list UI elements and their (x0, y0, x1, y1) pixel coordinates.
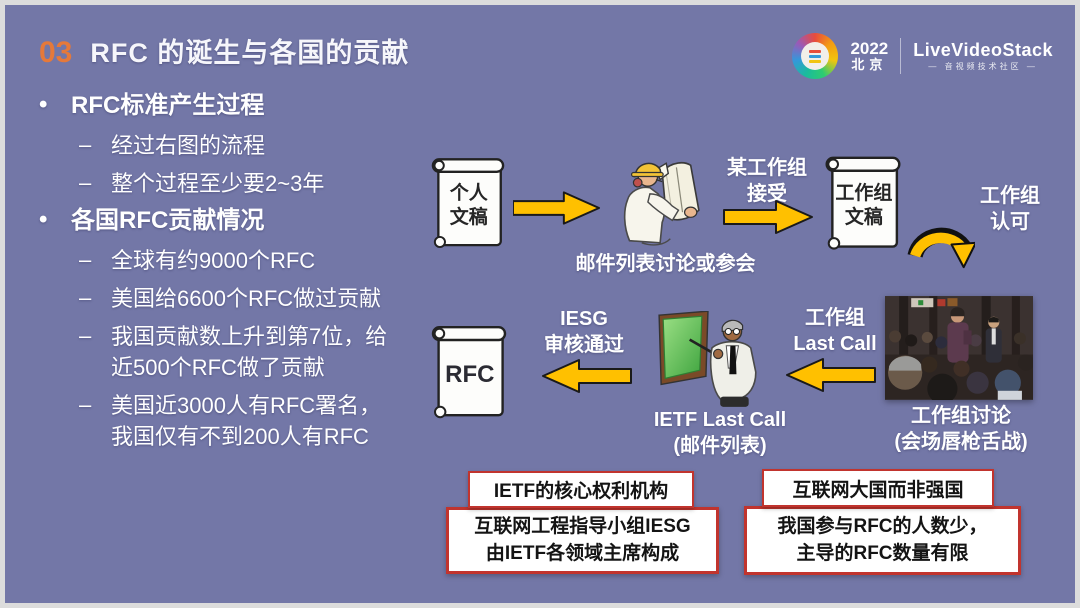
bullet-item: RFC标准产生过程 (27, 90, 445, 121)
mail-list-caption: 邮件列表讨论或参会 (575, 253, 756, 275)
photo-caption: 工作组讨论 (会场唇枪舌战) (894, 405, 1028, 453)
scroll-personal-label: 个人 文稿 (449, 183, 488, 228)
scroll-personal-draft: 个人 文稿 (429, 153, 507, 253)
scroll-rfc-label: RFC (445, 361, 495, 389)
callout-left-body: 互联网工程指导小组IESG 由IETF各领域主席构成 (446, 507, 719, 574)
scroll-workgroup-draft: 工作组 文稿 (819, 153, 907, 253)
logo-bar-blue (809, 54, 822, 58)
page-title: RFC 的诞生与各国的贡献 (90, 38, 410, 68)
callout-left-title: IETF的核心权利机构 (468, 471, 694, 508)
brand-logo: LiveVideoStack — 音视频技术社区 — (913, 40, 1053, 71)
bullet-item: 我国贡献数上升到第7位，给 近500个RFC做了贡献 (27, 320, 445, 383)
bullet-item: 美国给6600个RFC做过贡献 (27, 282, 445, 314)
conference-year: 2022 (850, 38, 889, 58)
workgroup-approve-label: 工作组 认可 (980, 185, 1040, 233)
logo-bar-yellow (809, 59, 822, 63)
conference-city: 北京 (851, 57, 888, 73)
brand-name: LiveVideoStack (913, 40, 1053, 61)
conference-year-city: 2022 北京 (850, 39, 888, 73)
conference-logo-center (801, 42, 830, 70)
flow-arrow-right-icon (723, 199, 815, 235)
slide-number: 03 (39, 36, 73, 69)
curved-arrow-down-icon (907, 201, 975, 275)
scroll-shape-icon (825, 156, 901, 250)
wg-lastcall-label: 工作组 Last Call (793, 307, 877, 355)
logo-divider (900, 38, 902, 74)
logo-bar-red (809, 49, 822, 53)
scroll-workgroup-label: 工作组 文稿 (835, 183, 893, 228)
ietf-lastcall-caption: IETF Last Call (邮件列表) (653, 409, 787, 457)
header-logos: 2022 北京 LiveVideoStack — 音视频技术社区 — (792, 33, 1053, 79)
flow-arrow-right-icon (513, 189, 601, 227)
callout-right-body: 我国参与RFC的人数少， 主导的RFC数量有限 (744, 506, 1021, 575)
iesg-approve-label: IESG 审核通过 (544, 308, 624, 356)
bullet-list: RFC标准产生过程 经过右图的流程 整个过程至少要2~3年 各国RFC贡献情况 … (27, 90, 445, 459)
engineer-reading-clipart (601, 149, 707, 253)
scroll-shape-icon (431, 158, 505, 249)
title-bar: 03 RFC 的诞生与各国的贡献 (39, 31, 409, 70)
workgroup-discussion-photo (885, 296, 1033, 400)
bullet-item: 全球有约9000个RFC (27, 244, 445, 276)
brand-tagline: — 音视频技术社区 — (928, 62, 1038, 71)
flow-arrow-left-icon (777, 357, 883, 393)
flow-arrow-left-icon (533, 358, 639, 394)
presenter-board-clipart (653, 311, 767, 409)
callout-right-title: 互联网大国而非强国 (762, 469, 994, 507)
bullet-item: 经过右图的流程 (27, 129, 445, 161)
conference-logo-icon (792, 33, 839, 79)
scroll-rfc: RFC (429, 321, 509, 423)
bullet-item: 美国近3000人有RFC署名， 我国仅有不到200人有RFC (27, 389, 445, 452)
workgroup-accept-label: 某工作组 接受 (727, 157, 807, 205)
scroll-shape-icon (431, 325, 507, 419)
bullet-item: 各国RFC贡献情况 (27, 205, 445, 236)
bullet-item: 整个过程至少要2~3年 (27, 167, 445, 199)
